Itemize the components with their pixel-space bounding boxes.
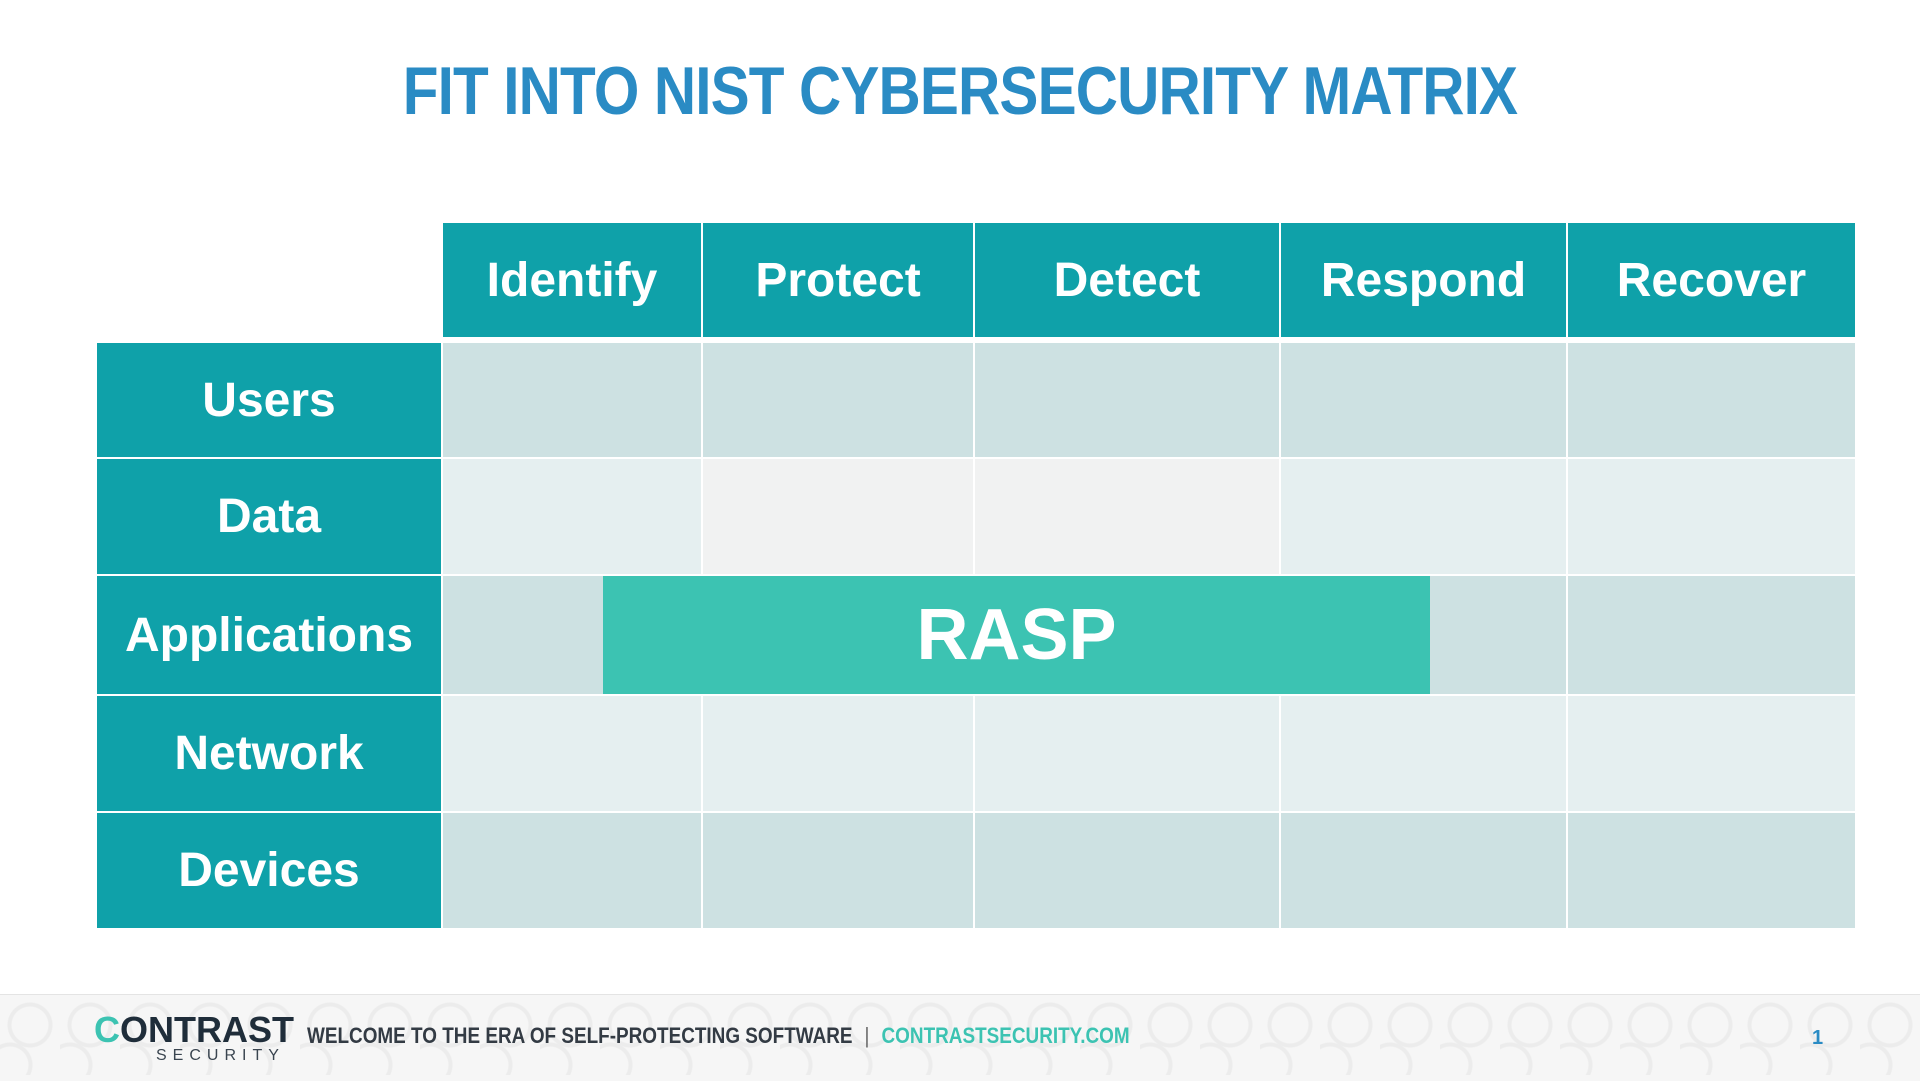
page-number: 1 — [1812, 1027, 1824, 1049]
row-header-applications: Applications — [97, 576, 441, 694]
cell-devices-respond — [1281, 813, 1566, 928]
cell-devices-detect — [975, 813, 1279, 928]
logo-subtext: SECURITY — [156, 1047, 285, 1064]
nist-matrix: Identify Protect Detect Respond Recover … — [97, 223, 1855, 928]
logo-c-mark: C — [94, 1009, 120, 1050]
contrast-security-logo: CONTRAST SECURITY — [94, 1009, 294, 1069]
cell-devices-identify — [443, 813, 701, 928]
cell-data-recover — [1568, 459, 1855, 574]
footer-separator: | — [864, 1023, 870, 1048]
cell-data-identify — [443, 459, 701, 574]
cell-devices-recover — [1568, 813, 1855, 928]
cell-network-respond — [1281, 696, 1566, 811]
row-header-network: Network — [97, 696, 441, 811]
column-header-protect: Protect — [703, 223, 973, 337]
cell-network-detect — [975, 696, 1279, 811]
cell-users-identify — [443, 343, 701, 457]
cell-data-detect — [975, 459, 1279, 574]
cell-applications-recover — [1568, 576, 1855, 694]
column-header-respond: Respond — [1281, 223, 1566, 337]
footer-bar: CONTRAST SECURITY — [0, 994, 1920, 1081]
logo-main-text: ONTRAST — [120, 1009, 294, 1050]
footer-tagline-line: WELCOME TO THE ERA OF SELF-PROTECTING SO… — [307, 1023, 1130, 1049]
footer-tagline: WELCOME TO THE ERA OF SELF-PROTECTING SO… — [307, 1023, 853, 1048]
logo-wordmark: CONTRAST — [94, 1009, 294, 1051]
cell-data-protect — [703, 459, 973, 574]
cell-network-protect — [703, 696, 973, 811]
rasp-highlight-bar: RASP — [603, 576, 1430, 694]
cell-network-recover — [1568, 696, 1855, 811]
column-header-detect: Detect — [975, 223, 1279, 337]
cell-users-respond — [1281, 343, 1566, 457]
row-header-devices: Devices — [97, 813, 441, 928]
footer-website-link[interactable]: CONTRASTSECURITY.COM — [881, 1023, 1130, 1048]
cell-data-respond — [1281, 459, 1566, 574]
row-header-users: Users — [97, 343, 441, 457]
cell-users-recover — [1568, 343, 1855, 457]
cell-devices-protect — [703, 813, 973, 928]
cell-users-detect — [975, 343, 1279, 457]
cell-network-identify — [443, 696, 701, 811]
cell-users-protect — [703, 343, 973, 457]
column-header-identify: Identify — [443, 223, 701, 337]
column-header-recover: Recover — [1568, 223, 1855, 337]
slide-title: FIT INTO NIST CYBERSECURITY MATRIX — [402, 53, 1518, 129]
row-header-data: Data — [97, 459, 441, 574]
